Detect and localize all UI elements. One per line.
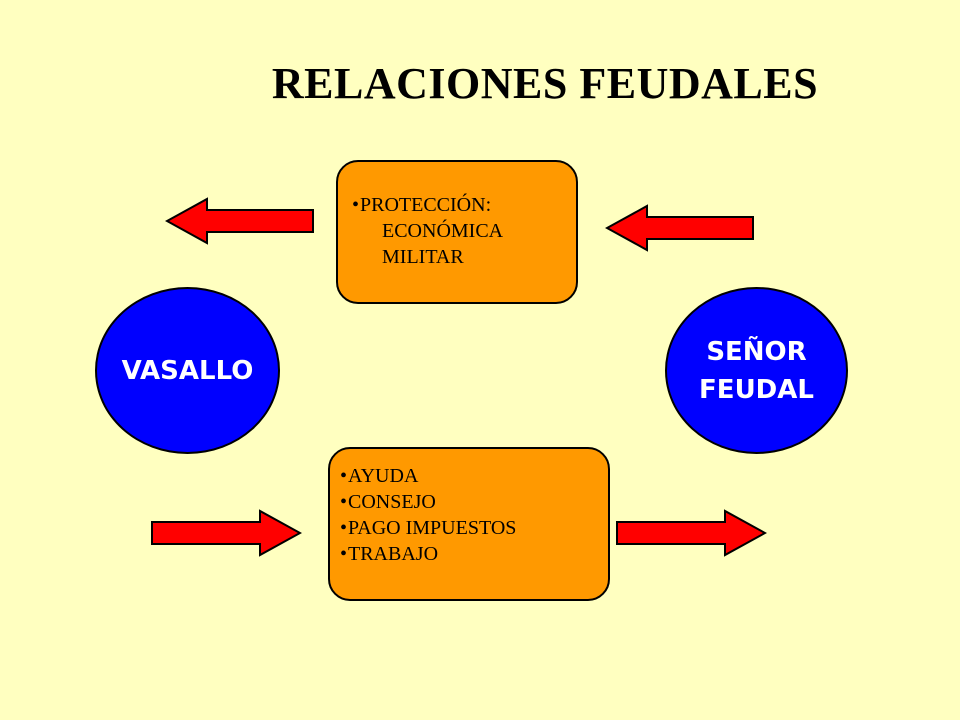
bullet-icon: • xyxy=(352,194,360,216)
list-item-label: AYUDA xyxy=(348,465,419,487)
list-item: ECONÓMICA xyxy=(352,218,576,244)
obligations-box: •AYUDA •CONSEJO •PAGO IMPUESTOS •TRABAJO xyxy=(328,447,610,601)
list-item-label: TRABAJO xyxy=(348,543,439,565)
arrow-right-icon xyxy=(151,509,302,557)
arrow-right-icon xyxy=(616,509,767,557)
page-title: RELACIONES FEUDALES xyxy=(271,59,819,108)
list-item: •PROTECCIÓN: xyxy=(352,192,576,218)
arrow-left-icon xyxy=(605,204,754,252)
senor-label-line1: SEÑOR xyxy=(706,336,807,367)
senor-label-line2: FEUDAL xyxy=(699,374,814,405)
vasallo-circle: VASALLO xyxy=(95,287,280,454)
list-item-label: PROTECCIÓN: xyxy=(360,194,492,216)
bullet-icon: • xyxy=(340,517,348,539)
protection-box: •PROTECCIÓN: ECONÓMICA MILITAR xyxy=(336,160,578,304)
vasallo-label: VASALLO xyxy=(121,355,254,386)
list-item: •CONSEJO xyxy=(340,489,608,515)
bullet-icon: • xyxy=(340,465,348,487)
list-item-label: MILITAR xyxy=(382,246,464,268)
bullet-icon: • xyxy=(340,543,348,565)
list-item: •AYUDA xyxy=(340,463,608,489)
list-item-label: PAGO IMPUESTOS xyxy=(348,517,517,539)
list-item: •TRABAJO xyxy=(340,541,608,567)
arrow-left-icon xyxy=(165,197,314,245)
list-item: •PAGO IMPUESTOS xyxy=(340,515,608,541)
senor-feudal-circle: SEÑOR FEUDAL xyxy=(665,287,848,454)
list-item-label: CONSEJO xyxy=(348,491,436,513)
bullet-icon: • xyxy=(340,491,348,513)
list-item: MILITAR xyxy=(352,244,576,270)
list-item-label: ECONÓMICA xyxy=(382,220,504,242)
